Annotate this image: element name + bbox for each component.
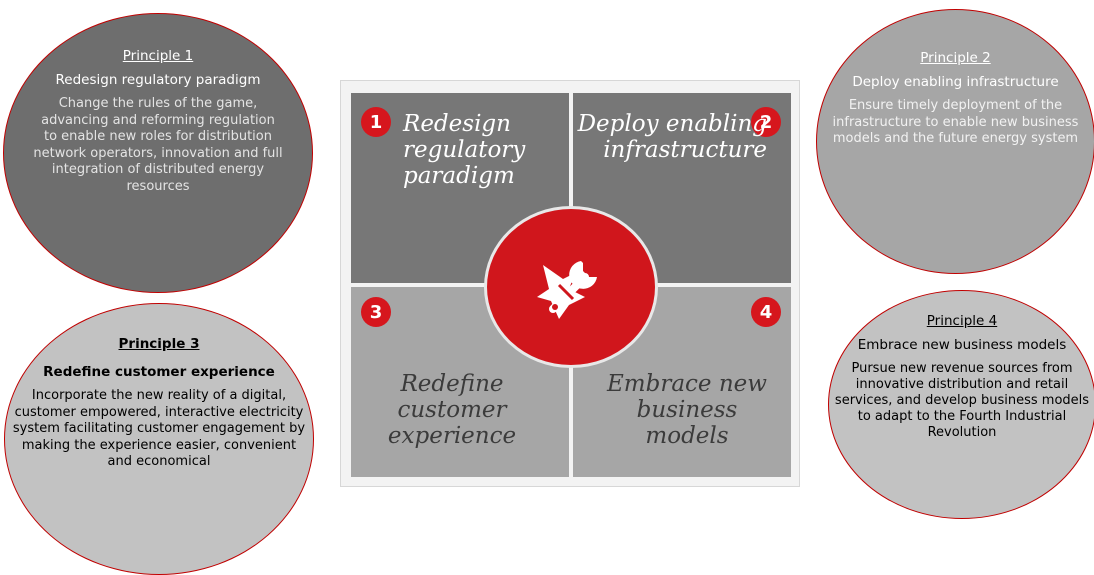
- quadrant-2-number-badge: 2: [751, 107, 781, 137]
- principle-3-description: Incorporate the new reality of a digital…: [12, 388, 306, 469]
- center-hub: [484, 206, 658, 368]
- principle-4-circle: Principle 4 Embrace new business models …: [828, 290, 1094, 519]
- quadrant-2-label: Deploy enabling infrastructure: [577, 111, 767, 163]
- principle-2-description: Ensure timely deployment of the infrastr…: [832, 98, 1079, 146]
- quadrant-4-label: Embrace new business models: [607, 371, 767, 449]
- principle-2-title: Principle 2: [920, 50, 991, 66]
- quadrant-1-number-badge: 1: [361, 107, 391, 137]
- principle-3-heading: Redefine customer experience: [43, 364, 275, 380]
- tools-icon: [537, 261, 597, 319]
- principle-4-heading: Embrace new business models: [857, 337, 1067, 353]
- principle-2-heading: Deploy enabling infrastructure: [852, 74, 1059, 90]
- principle-2-circle: Principle 2 Deploy enabling infrastructu…: [816, 9, 1094, 274]
- principle-1-description: Change the rules of the game, advancing …: [33, 96, 283, 194]
- principle-3-circle: Principle 3 Redefine customer experience…: [4, 303, 314, 575]
- quadrant-1-label: Redesign regulatory paradigm: [403, 111, 526, 189]
- quadrant-4-number-badge: 4: [751, 297, 781, 327]
- principle-3-title: Principle 3: [118, 336, 200, 352]
- principle-4-description: Pursue new revenue sources from innovati…: [834, 361, 1090, 440]
- principle-4-title: Principle 4: [926, 313, 998, 329]
- quadrant-1: 1 Redesign regulatory paradigm: [351, 93, 569, 283]
- principle-1-circle: Principle 1 Redesign regulatory paradigm…: [3, 13, 313, 293]
- quadrant-diagram: 1 Redesign regulatory paradigm 2 Deploy …: [340, 80, 800, 487]
- quadrant-3-label: Redefine customer experience: [387, 371, 517, 449]
- principle-1-title: Principle 1: [122, 48, 194, 64]
- principle-1-heading: Redesign regulatory paradigm: [55, 72, 261, 88]
- quadrant-3-number-badge: 3: [361, 297, 391, 327]
